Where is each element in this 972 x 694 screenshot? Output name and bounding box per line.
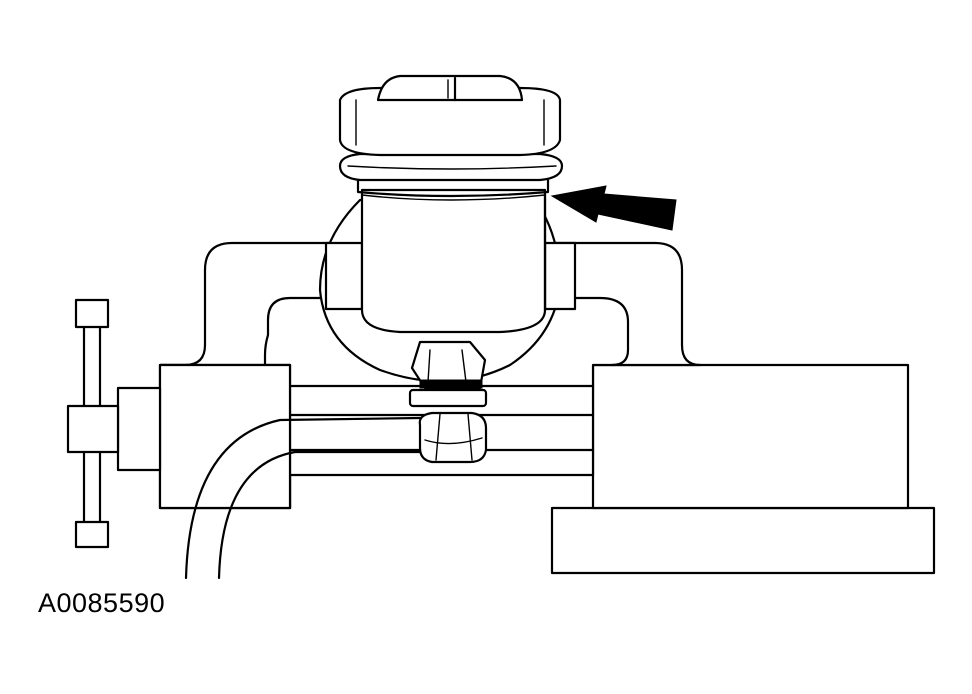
tool-cap-top [376, 74, 524, 102]
hose [184, 416, 422, 580]
castle-nut [418, 411, 488, 464]
jaw-pads [324, 241, 577, 311]
retaining-ring [338, 152, 564, 198]
vise-movable-jaw [158, 363, 292, 510]
tool-cap [338, 86, 562, 157]
ball-stud [408, 340, 488, 408]
base-plate [550, 506, 936, 575]
figure-id-label: A0085590 [38, 588, 166, 618]
tool-cylinder [360, 188, 547, 334]
vise-fixed-jaw [591, 363, 910, 510]
pointer-arrow [550, 185, 677, 231]
screw-housing [116, 386, 162, 472]
vise-t-handle [66, 298, 120, 549]
